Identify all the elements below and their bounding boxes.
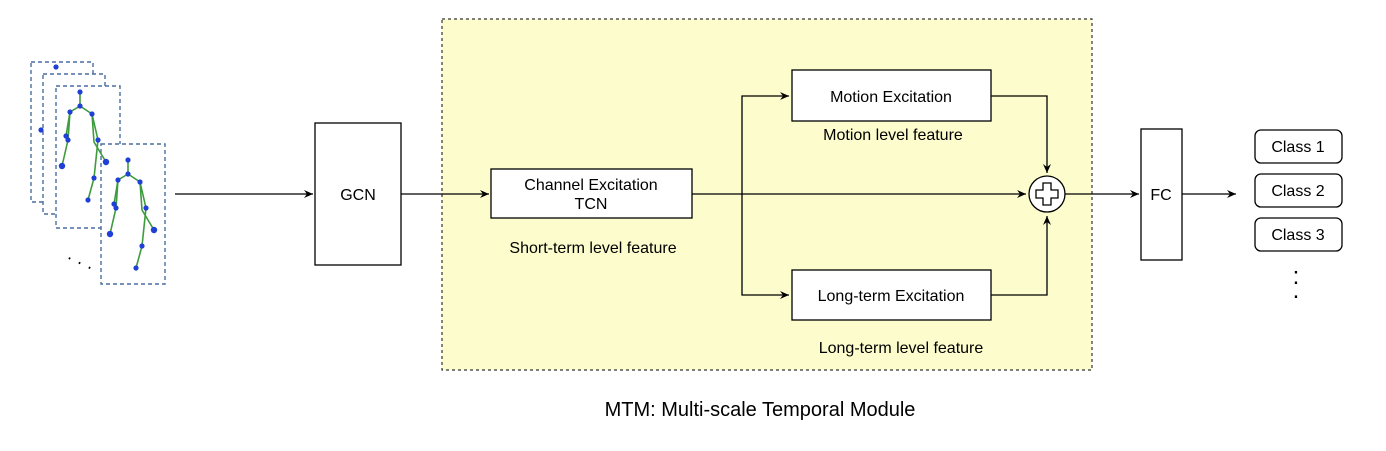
class-label-3: Class 3 — [1271, 227, 1324, 244]
diagram-caption: MTM: Multi-scale Temporal Module — [605, 399, 916, 421]
short-term-feature-label: Short-term level feature — [509, 240, 676, 257]
sum-node — [1028, 175, 1066, 213]
longterm-excitation-label: Long-term Excitation — [818, 288, 965, 305]
fc-block: FC — [1140, 128, 1183, 261]
longterm-feature-label: Long-term level feature — [819, 340, 984, 357]
motion-excitation-label: Motion Excitation — [830, 89, 952, 106]
channel-excitation-block: Channel Excitation TCN — [490, 168, 693, 219]
motion-excitation-block: Motion Excitation — [791, 69, 992, 122]
input-skeleton-frames — [30, 61, 166, 285]
classes-ellipsis-lower: . — [1293, 277, 1300, 304]
branch-connectors — [692, 92, 1051, 299]
class-label-1: Class 1 — [1271, 139, 1324, 156]
channel-excitation-line2: TCN — [575, 196, 608, 213]
class-box-3: Class 3 — [1254, 217, 1343, 252]
gcn-block: GCN — [314, 122, 402, 266]
channel-excitation-line1: Channel Excitation — [524, 177, 657, 194]
classes-ellipsis: : — [1293, 263, 1300, 290]
class-label-2: Class 2 — [1271, 183, 1324, 200]
longterm-excitation-block: Long-term Excitation — [791, 269, 992, 321]
class-box-1: Class 1 — [1254, 129, 1343, 164]
gcn-label: GCN — [340, 187, 376, 204]
class-box-2: Class 2 — [1254, 173, 1343, 208]
motion-feature-label: Motion level feature — [823, 127, 963, 144]
fc-label: FC — [1150, 187, 1171, 204]
input-ellipsis: · · · — [63, 247, 97, 277]
